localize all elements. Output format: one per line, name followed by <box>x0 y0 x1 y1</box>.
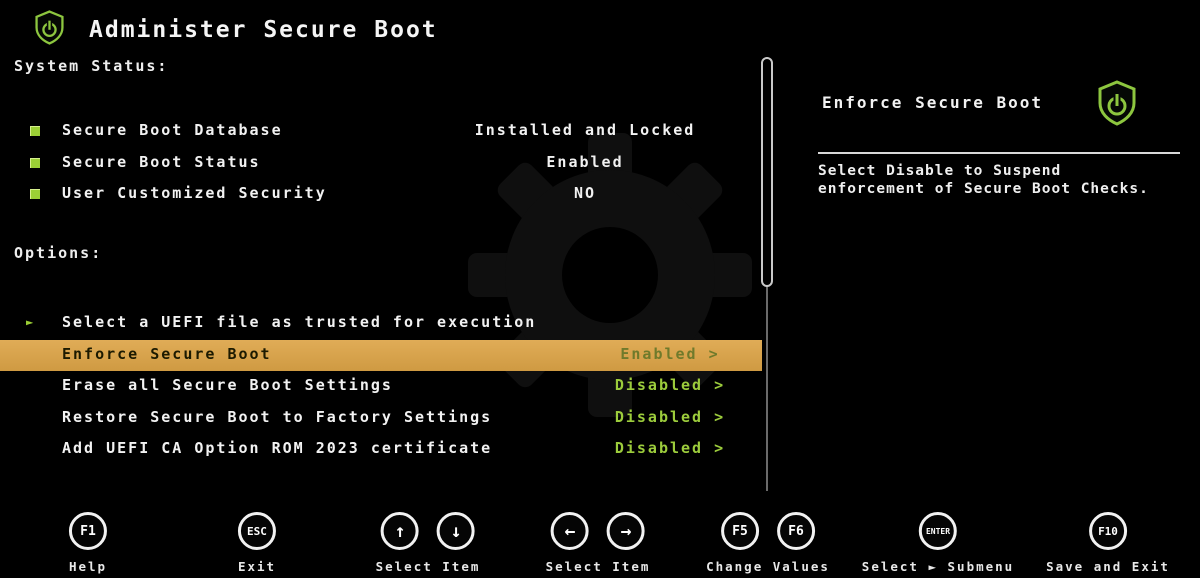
enter-key-icon: ENTER <box>918 512 957 550</box>
option-value: Enabled > <box>620 344 720 363</box>
status-value: Enabled <box>546 152 624 171</box>
option-label: Select a UEFI file as trusted for execut… <box>62 313 537 331</box>
status-value: Installed and Locked <box>474 121 696 139</box>
secure-boot-shield-icon <box>34 10 65 49</box>
page-title: Administer Secure Boot <box>89 16 438 43</box>
option-enforce-secure-boot[interactable]: Enforce Secure Boot Enabled > <box>0 339 762 371</box>
keyhint-label: Select Item <box>545 559 651 574</box>
esc-key-icon: ESC <box>237 512 276 550</box>
help-panel: Enforce Secure Boot Select Disable to Su… <box>800 80 1192 240</box>
arrow-up-key-icon: ↑ <box>380 512 419 550</box>
keyhint-label: Help <box>68 559 108 574</box>
scrollbar[interactable] <box>761 57 773 491</box>
status-name: User Customized Security <box>62 184 327 202</box>
page-header: Administer Secure Boot <box>34 10 438 49</box>
status-row-user-customized-security: User Customized Security NO <box>0 184 762 216</box>
keyhint-select-item-updown: ↑ ↓ Select Item <box>376 512 481 574</box>
option-restore-factory-settings[interactable]: Restore Secure Boot to Factory Settings … <box>0 403 762 435</box>
main-panel: System Status: Secure Boot Database Inst… <box>0 57 762 466</box>
option-erase-secure-boot-settings[interactable]: Erase all Secure Boot Settings Disabled … <box>0 371 762 403</box>
keyhint-label: Select Item <box>375 559 481 574</box>
option-label: Erase all Secure Boot Settings <box>62 376 393 394</box>
f10-key-icon: F10 <box>1089 512 1127 550</box>
status-name: Secure Boot Status <box>62 152 261 171</box>
f6-key-icon: F6 <box>777 512 815 550</box>
help-panel-title: Enforce Secure Boot <box>822 93 1044 112</box>
arrow-right-key-icon: → <box>606 512 645 550</box>
status-row-secure-boot-database: Secure Boot Database Installed and Locke… <box>0 121 762 153</box>
arrow-left-key-icon: ← <box>550 512 589 550</box>
option-label: Restore Secure Boot to Factory Settings <box>62 407 493 426</box>
options-label: Options: <box>14 244 103 262</box>
secure-boot-shield-icon <box>1097 80 1137 130</box>
status-row-secure-boot-status: Secure Boot Status Enabled <box>0 153 762 185</box>
option-select-uefi-file[interactable]: ► Select a UEFI file as trusted for exec… <box>0 308 762 340</box>
keyhint-label: Select ► Submenu <box>861 559 1015 574</box>
keyhint-label: Exit <box>237 559 277 574</box>
status-bullet-icon <box>30 189 40 199</box>
option-label: Enforce Secure Boot <box>62 344 272 363</box>
arrow-down-key-icon: ↓ <box>436 512 475 550</box>
options-list: ► Select a UEFI file as trusted for exec… <box>0 308 762 466</box>
keyhint-change-values: F5 F6 Change Values <box>706 512 830 574</box>
system-status-list: Secure Boot Database Installed and Locke… <box>0 121 762 216</box>
keyhint-help: F1 Help <box>69 512 107 574</box>
status-value: NO <box>573 184 597 202</box>
submenu-arrow-icon: ► <box>26 315 36 329</box>
status-name: Secure Boot Database <box>62 121 283 139</box>
keyhint-exit: ESC Exit <box>238 512 276 574</box>
scrollbar-thumb[interactable] <box>761 57 773 287</box>
keyhint-label: Change Values <box>706 559 830 574</box>
system-status-label: System Status: <box>14 57 169 75</box>
option-add-uefi-ca-certificate[interactable]: Add UEFI CA Option ROM 2023 certificate … <box>0 434 762 466</box>
keyhint-select-item-leftright: ← → Select Item <box>546 512 651 574</box>
status-bullet-icon <box>30 126 40 136</box>
option-label: Add UEFI CA Option ROM 2023 certificate <box>62 439 493 457</box>
keyhint-label: Save and Exit <box>1046 559 1170 574</box>
keyhint-select-submenu: ENTER Select ► Submenu <box>862 512 1014 574</box>
f1-key-icon: F1 <box>68 512 107 550</box>
f5-key-icon: F5 <box>721 512 759 550</box>
keyhint-save-and-exit: F10 Save and Exit <box>1046 512 1170 574</box>
status-bullet-icon <box>30 157 40 168</box>
help-panel-divider <box>818 152 1180 154</box>
option-value: Disabled > <box>614 376 726 394</box>
option-value: Disabled > <box>614 439 726 457</box>
help-panel-description: Select Disable to Suspend enforcement of… <box>818 163 1149 198</box>
option-value: Disabled > <box>614 407 726 426</box>
